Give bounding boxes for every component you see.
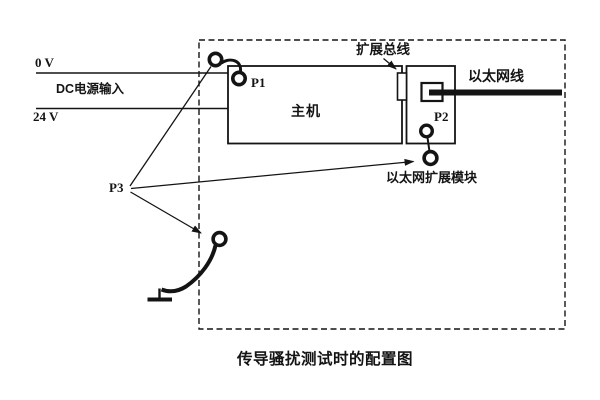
label-p3: P3 (109, 180, 124, 195)
label-host-box: 主机 (291, 103, 321, 119)
ground-icon (147, 288, 172, 302)
label-0v: 0 V (35, 55, 54, 70)
label-ethernet-cable: 以太网线 (468, 68, 524, 84)
figure-caption: 传导骚扰测试时的配置图 (237, 351, 414, 368)
ground-cable (160, 244, 218, 294)
label-p1: P1 (251, 75, 266, 90)
p2-clamp-icon (419, 123, 439, 167)
label-24v: 24 V (33, 109, 59, 124)
host-box (227, 65, 403, 145)
ground-clamp-icon (160, 230, 228, 294)
expansion-bus-pointer-arrow (383, 58, 397, 70)
label-dc-power-input: DC电源输入 (56, 82, 125, 96)
expansion-bus-connector (396, 72, 408, 101)
label-ethernet-module: 以太网扩展模块 (386, 170, 478, 185)
label-expansion-bus: 扩展总线 (356, 42, 410, 57)
test-area-boundary (198, 39, 566, 330)
p1-clamp-icon (207, 51, 248, 87)
label-p2: P2 (434, 109, 449, 124)
p3-pointer-lines (129, 66, 415, 234)
